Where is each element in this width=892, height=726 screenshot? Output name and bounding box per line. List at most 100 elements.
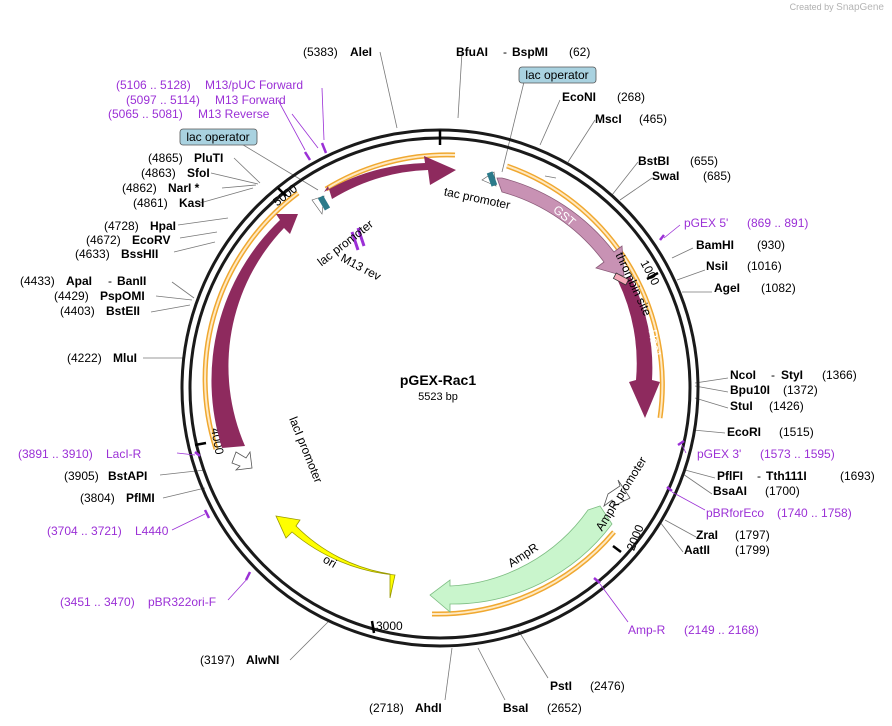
stui-pos: (1426) [769, 399, 804, 413]
pgex5-name[interactable]: pGEX 5' [684, 216, 728, 230]
kasi-name[interactable]: KasI [179, 196, 204, 210]
agei-name[interactable]: AgeI [714, 281, 740, 295]
alwni-name[interactable]: AlwNI [246, 653, 279, 667]
primer-markers [194, 142, 685, 584]
laci-arrow[interactable] [211, 214, 298, 448]
mlui-name[interactable]: MluI [113, 351, 137, 365]
aatii-pos: (1799) [735, 543, 770, 557]
m13puc-name[interactable]: M13/pUC Forward [205, 78, 303, 92]
psti-pos: (2476) [590, 679, 625, 693]
bstbi-name[interactable]: BstBI [638, 154, 669, 168]
ncoi-name[interactable]: NcoI [730, 368, 756, 382]
m13-rev-label: M13 rev [338, 251, 383, 284]
ecorv-name[interactable]: EcoRV [132, 233, 170, 247]
ampr-primer-name[interactable]: Amp-R [628, 623, 666, 637]
bpu10i-pos: (1372) [783, 383, 818, 397]
lac-operator-label-top: lac operator [525, 68, 588, 82]
highlight-arcs [202, 152, 665, 617]
pgex5-range: (869 .. 891) [747, 216, 808, 230]
bspmi-name[interactable]: BspMI [512, 45, 548, 59]
ecori-name[interactable]: EcoRI [727, 425, 761, 439]
hpai-pos: (4728) [104, 219, 139, 233]
pspomi-name[interactable]: PspOMI [100, 289, 145, 303]
bsaai-name[interactable]: BsaAI [713, 484, 747, 498]
plasmid-size: 5523 bp [418, 391, 458, 403]
backbone-inner [188, 136, 692, 640]
lac-operator-label-left: lac operator [186, 130, 249, 144]
psti-name[interactable]: PstI [550, 679, 572, 693]
lacir-name[interactable]: LacI-R [106, 447, 142, 461]
sfoi-name[interactable]: SfoI [187, 166, 210, 180]
thrombin-marker[interactable] [612, 272, 630, 286]
apai-dash: - [108, 274, 112, 288]
alei-pos: (5383) [303, 45, 338, 59]
bfuai-name[interactable]: BfuAI [456, 45, 488, 59]
lac-operator-marker-left[interactable] [317, 195, 331, 211]
bsteii-pos: (4403) [60, 304, 95, 318]
m13fwd-name[interactable]: M13 Forward [215, 93, 286, 107]
alei-name[interactable]: AleI [350, 45, 372, 59]
m13rev-range: (5065 .. 5081) [108, 107, 183, 121]
lac-operator-box-left[interactable] [179, 128, 258, 146]
lacza-arrow[interactable] [324, 156, 456, 199]
bsai-pos: (2652) [547, 701, 582, 715]
ampr-arrow[interactable] [429, 505, 613, 613]
m13-rev-marker[interactable] [350, 227, 366, 251]
pflfi-name[interactable]: PflFI [717, 469, 743, 483]
gst-arrow[interactable] [496, 177, 625, 277]
stui-name[interactable]: StuI [730, 399, 753, 413]
tick-marks [194, 130, 659, 634]
tth111i-name[interactable]: Tth111I [766, 469, 807, 483]
msci-name[interactable]: MscI [595, 112, 622, 126]
pflfi-pos: (1693) [840, 469, 875, 483]
m13rev-name[interactable]: M13 Reverse [198, 107, 270, 121]
ampr-promoter-label: AmpR promoter [593, 454, 650, 533]
l4440-name[interactable]: L4440 [135, 524, 169, 538]
pflmi-name[interactable]: PflMI [126, 491, 155, 505]
bsshii-name[interactable]: BssHII [121, 247, 158, 261]
bsteii-name[interactable]: BstEII [106, 304, 140, 318]
pbrfor-name[interactable]: pBRforEco [706, 506, 764, 520]
zrai-name[interactable]: ZraI [696, 528, 718, 542]
ecori-pos: (1515) [779, 425, 814, 439]
bfuai-pos: (62) [569, 45, 590, 59]
lac-operator-marker-top[interactable] [486, 171, 498, 187]
ampr-promoter-arrow[interactable] [603, 479, 631, 508]
kasi-pos: (4861) [133, 196, 168, 210]
bstapi-pos: (3905) [64, 469, 99, 483]
nsii-name[interactable]: NsiI [706, 259, 728, 273]
swai-name[interactable]: SwaI [652, 169, 679, 183]
pbr322-range: (3451 .. 3470) [60, 595, 135, 609]
laci-promoter-label: lacI promoter [286, 415, 325, 485]
styi-name[interactable]: StyI [781, 368, 803, 382]
bpu10i-name[interactable]: Bpu10I [730, 383, 770, 397]
agei-pos: (1082) [761, 281, 796, 295]
banii-name[interactable]: BanII [117, 274, 146, 288]
pgex3-name[interactable]: pGEX 3' [697, 447, 741, 461]
nari-name[interactable]: NarI * [168, 181, 200, 195]
bstapi-name[interactable]: BstAPI [108, 469, 147, 483]
lac-operator-box-top[interactable] [518, 66, 597, 84]
pluti-name[interactable]: PluTI [194, 151, 223, 165]
rac1-arrow[interactable] [618, 276, 660, 418]
pspomi-pos: (4429) [54, 289, 89, 303]
aatii-name[interactable]: AatII [684, 543, 710, 557]
lacza-label: lacZα [371, 173, 403, 194]
hpai-name[interactable]: HpaI [150, 219, 176, 233]
ori-arrow[interactable] [275, 515, 396, 599]
sfoi-pos: (4863) [141, 166, 176, 180]
apai-name[interactable]: ApaI [66, 274, 92, 288]
bfuai-dash: - [503, 45, 507, 59]
backbone-outer [180, 128, 700, 648]
econi-name[interactable]: EcoNI [562, 90, 596, 104]
ahdi-name[interactable]: AhdI [415, 701, 442, 715]
laci-promoter-arrow[interactable] [231, 450, 253, 471]
bsai-name[interactable]: BsaI [503, 701, 528, 715]
pbr322-name[interactable]: pBR322ori-F [148, 595, 216, 609]
lacir-range: (3891 .. 3910) [18, 447, 93, 461]
snapgene-watermark: Created by SnapGene [790, 2, 884, 13]
primer-connectors [171, 87, 706, 623]
msci-pos: (465) [639, 112, 667, 126]
apai-pos: (4433) [20, 274, 55, 288]
bamhi-name[interactable]: BamHI [696, 238, 734, 252]
